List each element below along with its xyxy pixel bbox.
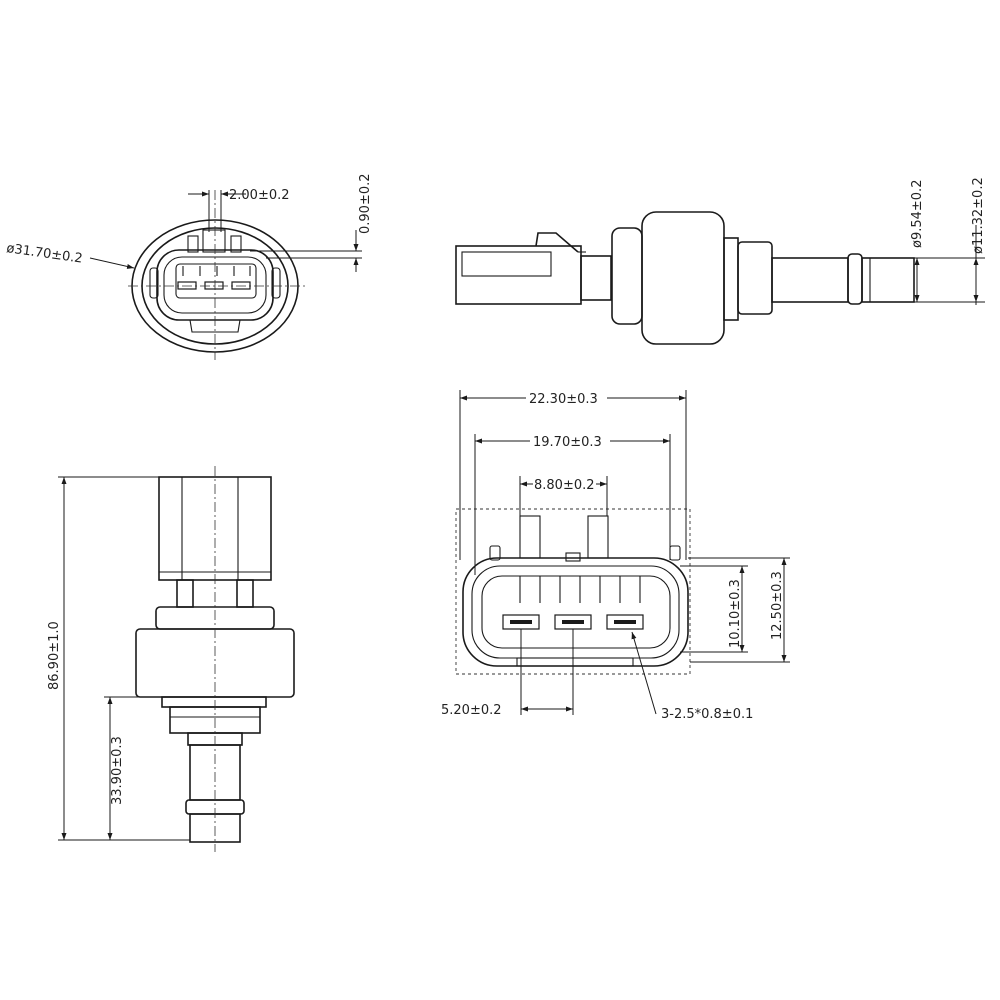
dim-connector-inner-width: 19.70±0.3: [533, 435, 602, 450]
dim-overall-length: 86.90±1.0: [47, 621, 62, 690]
connector-detail: [455, 390, 790, 715]
dim-side-outer-diameter: ø11.32±0.2: [971, 177, 986, 254]
dim-front-pin-thickness: 0.90±0.2: [358, 173, 373, 234]
dim-latch-spacing: 8.80±0.2: [534, 478, 595, 493]
front-view: [89, 190, 362, 360]
dim-connector-outer-height: 12.50±0.3: [770, 571, 785, 640]
dim-front-pin-gap: 2.00±0.2: [229, 188, 290, 203]
dim-front-diameter: ø31.70±0.2: [5, 241, 83, 267]
elevation-view: [58, 466, 295, 852]
side-view: [455, 211, 985, 345]
dim-thread-length: 33.90±0.3: [110, 736, 125, 805]
dim-connector-inner-height: 10.10±0.3: [728, 579, 743, 648]
dim-pin-pitch: 5.20±0.2: [441, 703, 502, 718]
dim-pin-spec: 3-2.5*0.8±0.1: [661, 707, 753, 722]
dim-side-inner-diameter: ø9.54±0.2: [910, 180, 925, 248]
dim-connector-outer-width: 22.30±0.3: [529, 392, 598, 407]
